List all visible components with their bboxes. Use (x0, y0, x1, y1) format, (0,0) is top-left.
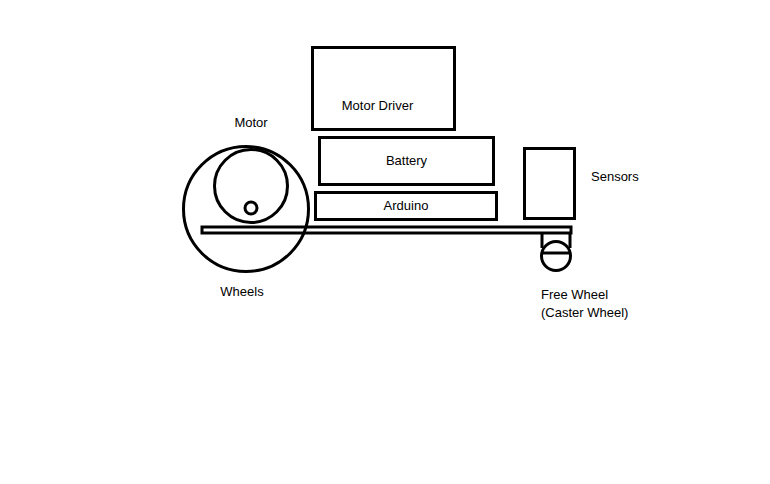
wheel-circle: WheelsMotor (182, 145, 310, 273)
part-label: Battery (386, 152, 427, 170)
battery-box: Battery (318, 136, 495, 186)
caster-wheel: Free Wheel (Caster Wheel) (540, 240, 572, 272)
circle-outline (213, 148, 289, 224)
part-label: Motor Driver (342, 97, 414, 115)
arduino-box: Arduino (314, 191, 498, 221)
circle-outline (542, 242, 571, 271)
circle-outline (215, 150, 288, 223)
part-label: Arduino (384, 197, 429, 215)
motor-circle: Motor (213, 148, 289, 224)
chassis-plate (202, 227, 571, 233)
motor-driver-box: Motor Driver (311, 46, 456, 131)
circle-outline (540, 240, 572, 272)
part-label: Wheels (220, 283, 263, 301)
sensor-box: Sensors (523, 147, 576, 220)
part-label: Motor (234, 114, 267, 132)
caster-axle (541, 252, 571, 255)
part-label: Free Wheel (Caster Wheel) (541, 286, 641, 322)
motor-shaft (245, 202, 257, 214)
circle-outline (184, 147, 309, 272)
circle-outline (182, 145, 310, 273)
part-label: Sensors (591, 168, 639, 186)
